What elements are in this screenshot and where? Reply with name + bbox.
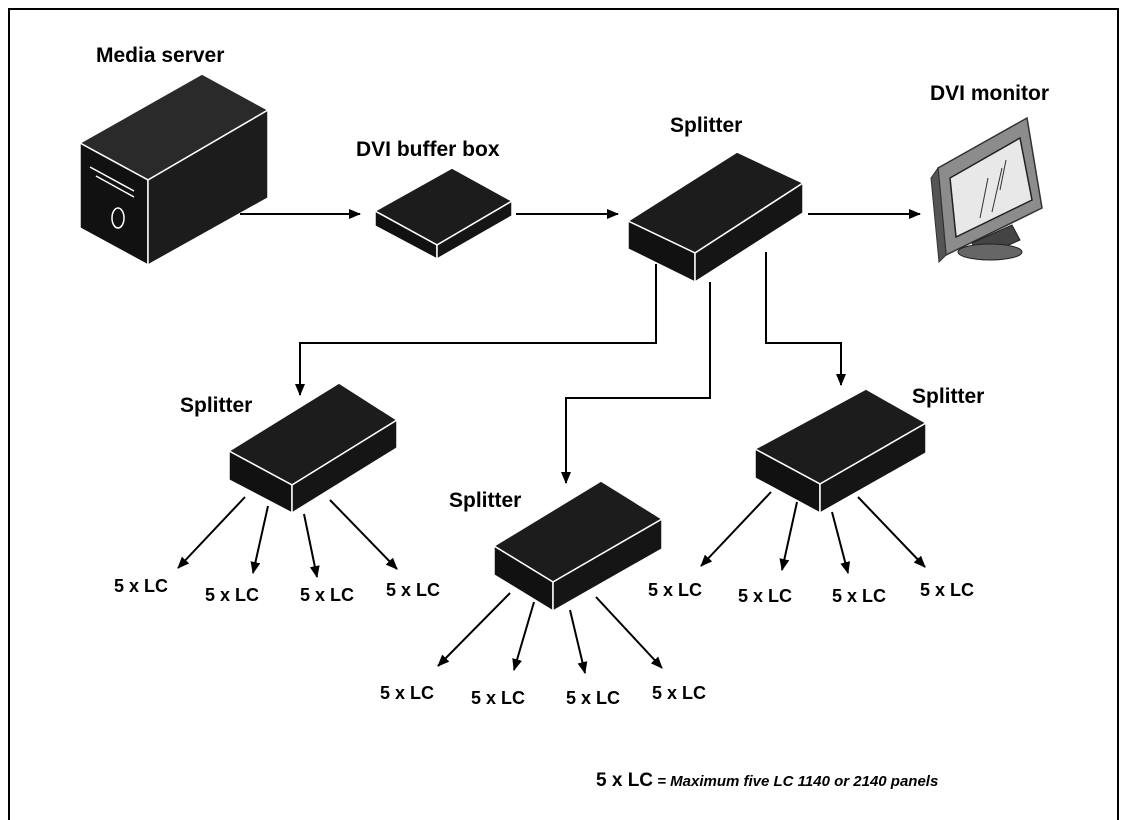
- output-arrow-middle-1: [437, 592, 511, 667]
- diagram-frame: [8, 8, 1119, 820]
- splitter-right-icon: [753, 388, 928, 515]
- output-arrow-right-1: [700, 491, 772, 567]
- splitter-main-label: Splitter: [670, 114, 743, 137]
- lc-output-left-3: 5 x LC: [300, 585, 355, 605]
- media-server-icon: [78, 73, 270, 267]
- arrow-splitter-to-right: [765, 252, 846, 386]
- output-arrow-right-3: [831, 511, 851, 574]
- legend-description: Maximum five LC 1140 or 2140 panels: [670, 773, 939, 790]
- splitter-right-label: Splitter: [912, 385, 985, 408]
- lc-output-left-2: 5 x LC: [205, 585, 260, 605]
- output-arrows: [177, 491, 926, 674]
- lc-output-left-4: 5 x LC: [386, 580, 441, 600]
- lc-output-middle-4: 5 x LC: [652, 683, 707, 703]
- lc-output-middle-1: 5 x LC: [380, 683, 435, 703]
- arrow-splitter-to-left: [295, 264, 657, 396]
- output-arrow-middle-4: [595, 596, 663, 669]
- media-server-label: Media server: [96, 44, 225, 67]
- connection-lines: [240, 209, 921, 484]
- splitter-main-icon: [626, 151, 805, 284]
- output-arrow-left-4: [329, 499, 398, 570]
- lc-output-right-3: 5 x LC: [832, 586, 887, 606]
- lc-output-right-2: 5 x LC: [738, 586, 793, 606]
- dvi-monitor-icon: [930, 116, 1043, 264]
- splitter-middle-label: Splitter: [449, 489, 522, 512]
- output-arrow-middle-3: [569, 609, 588, 674]
- splitter-middle-icon: [492, 480, 664, 613]
- legend-equals: =: [653, 773, 671, 790]
- lc-output-middle-3: 5 x LC: [566, 688, 621, 708]
- dvi-monitor-label: DVI monitor: [930, 82, 1049, 105]
- output-arrow-middle-2: [512, 601, 535, 671]
- output-arrow-left-2: [250, 505, 269, 574]
- output-arrow-right-2: [779, 501, 798, 571]
- splitter-left-icon: [227, 382, 399, 515]
- dvi-buffer-box-icon: [373, 167, 514, 261]
- output-arrow-left-3: [303, 513, 320, 578]
- lc-output-middle-2: 5 x LC: [471, 688, 526, 708]
- legend: 5 x LC = Maximum five LC 1140 or 2140 pa…: [596, 770, 938, 792]
- splitter-left-label: Splitter: [180, 394, 253, 417]
- arrow-splitter-to-middle: [561, 282, 711, 484]
- buffer-box-label: DVI buffer box: [356, 138, 500, 161]
- output-arrow-right-4: [857, 496, 926, 568]
- lc-output-right-1: 5 x LC: [648, 580, 703, 600]
- lc-output-right-4: 5 x LC: [920, 580, 975, 600]
- output-arrow-left-1: [177, 496, 246, 569]
- lc-output-left-1: 5 x LC: [114, 576, 169, 596]
- legend-key: 5 x LC: [596, 770, 654, 791]
